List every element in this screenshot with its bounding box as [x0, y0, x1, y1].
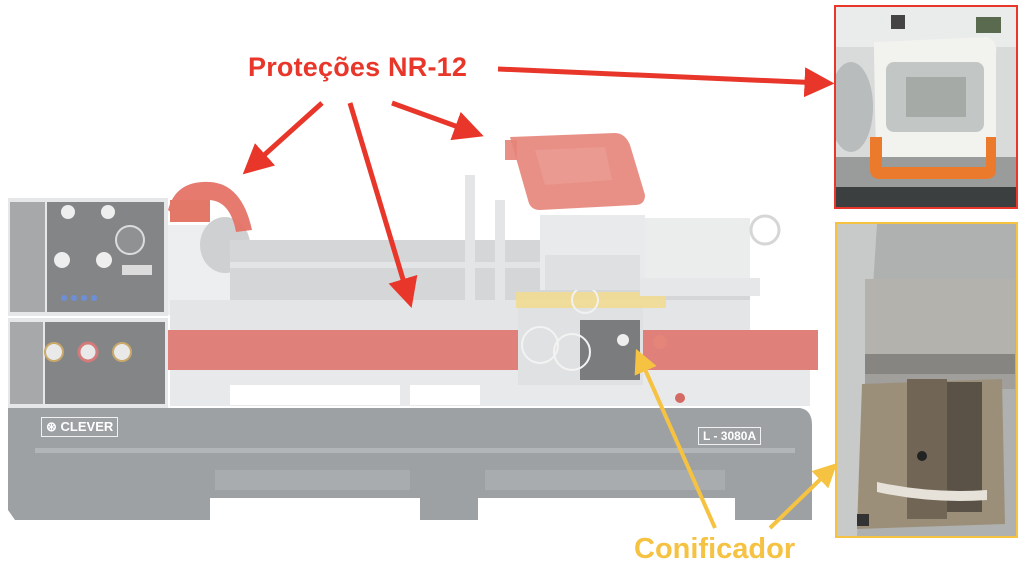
- brand-plate: ⊛ CLEVER: [41, 417, 119, 437]
- protections-nr12-label: Proteções NR-12: [248, 52, 468, 82]
- conificador-taper-attachment-photo: [835, 222, 1018, 538]
- brand-name: CLEVER: [60, 419, 114, 434]
- model-plate: L - 3080A: [698, 427, 762, 445]
- nr12-chuck-guard-photo: [834, 5, 1018, 209]
- clever-logo-icon: ⊛: [46, 419, 57, 434]
- conificador-label: Conificador: [634, 533, 796, 565]
